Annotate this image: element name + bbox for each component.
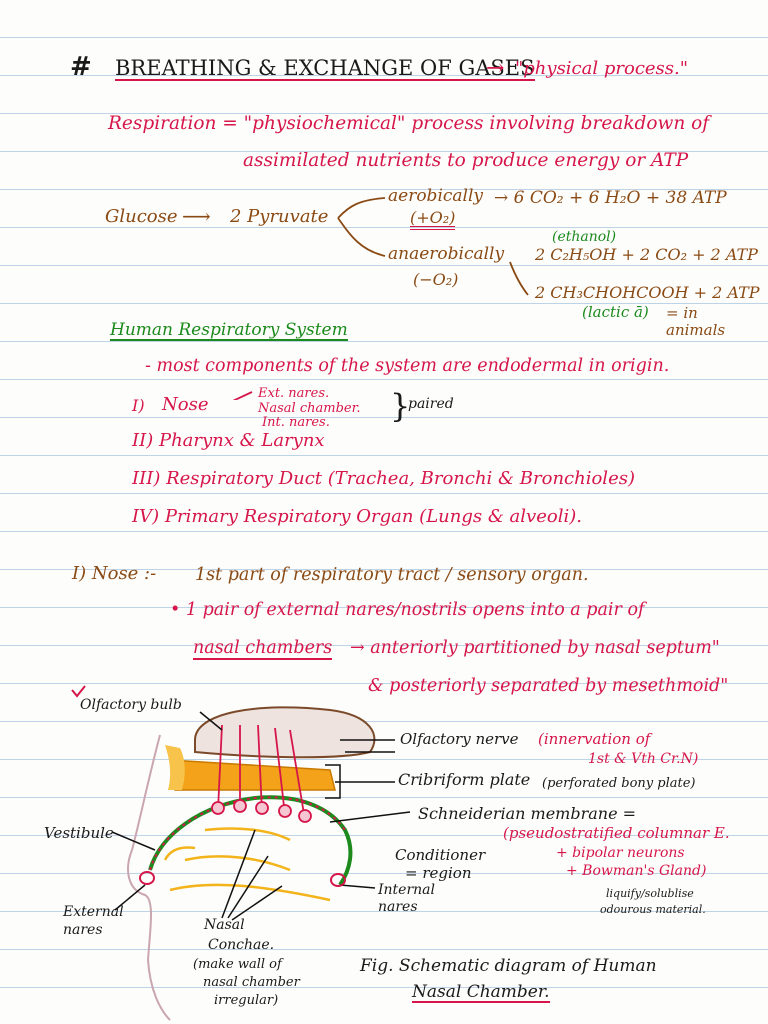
label-cribriform: Cribriform plate xyxy=(398,770,531,789)
label-vestibule: Vestibule xyxy=(44,824,114,842)
hrs-item3: III) Respiratory Duct (Trachea, Bronchi … xyxy=(132,468,635,489)
hrs-item1: Nose xyxy=(162,394,209,415)
label-olfactory-bulb: Olfactory bulb xyxy=(80,697,182,713)
lactic-note: (lactic ā) xyxy=(582,303,649,321)
anaerobic-product-2: 2 CH₃CHOHCOOH + 2 ATP xyxy=(535,283,760,302)
pathway-arrows xyxy=(232,197,529,400)
label-conditioner-1: Conditioner xyxy=(395,846,486,864)
figure-caption-2: Nasal Chamber. xyxy=(412,982,550,1003)
nose-description: 1st part of respiratory tract / sensory … xyxy=(195,565,589,585)
paired-label: paired xyxy=(408,396,454,412)
label-perforated: (perforated bony plate) xyxy=(542,776,696,791)
label-olfactory-nerve: Olfactory nerve xyxy=(400,730,519,748)
ethanol-note: (ethanol) xyxy=(552,229,617,245)
glucose-arrow: ⟶ xyxy=(182,204,211,228)
hrs-item4: IV) Primary Respiratory Organ (Lungs & a… xyxy=(132,506,582,527)
face-profile xyxy=(127,734,171,1021)
label-bowman: + Bowman's Gland) xyxy=(566,863,707,879)
label-innervation-2: 1st & Vth Cr.N) xyxy=(588,751,699,767)
label-conditioner-2: = region xyxy=(405,864,472,882)
label-pseudostratified: (pseudostratified columnar E. xyxy=(503,824,730,842)
anaerobic-product-1: 2 C₂H₅OH + 2 CO₂ + 2 ATP xyxy=(535,245,758,264)
figure-caption-1: Fig. Schematic diagram of Human xyxy=(360,956,657,976)
nose-bullet-2a: nasal chambers xyxy=(193,638,333,660)
label-internal-nares: Internal nares xyxy=(378,882,435,915)
conchae xyxy=(163,827,331,902)
nose-part-2: Nasal chamber. xyxy=(258,401,361,416)
label-schneiderian: Schneiderian membrane = xyxy=(418,804,637,823)
nose-bullet-3: & posteriorly separated by mesethmoid" xyxy=(368,676,729,696)
header-arrow: → xyxy=(486,56,505,81)
label-irregular: irregular) xyxy=(214,993,279,1008)
hrs-title: Human Respiratory System xyxy=(110,320,348,341)
frontal-bone xyxy=(165,745,185,790)
label-bipolar: + bipolar neurons xyxy=(556,845,685,861)
olfactory-neurons xyxy=(211,724,312,823)
nostrils xyxy=(139,871,346,887)
label-make-wall: (make wall of xyxy=(193,957,282,972)
respiration-line2: assimilated nutrients to produce energy … xyxy=(243,150,689,171)
cribriform-plate xyxy=(169,759,336,791)
aerobic-product: → 6 CO₂ + 6 H₂O + 38 ATP xyxy=(494,188,727,208)
label-innervation: (innervation of xyxy=(538,730,651,748)
glucose-label: Glucose xyxy=(105,206,178,227)
label-nasal: Nasal xyxy=(204,917,245,933)
label-liquify-1: liquify/solublise xyxy=(606,887,694,900)
nose-part-3: Int. nares. xyxy=(262,415,330,430)
paired-brace: } xyxy=(390,387,411,425)
hrs-item1-num: I) xyxy=(132,396,145,415)
label-nasal-chamber: nasal chamber xyxy=(203,975,300,990)
anaerobic-condition: (−O₂) xyxy=(413,270,459,289)
label-external-nares: External nares xyxy=(63,904,124,938)
pyruvate-label: 2 Pyruvate xyxy=(230,206,329,227)
anaerobic-label: anaerobically xyxy=(388,244,505,264)
nose-bullet-1: • 1 pair of external nares/nostrils open… xyxy=(170,600,645,620)
aerobic-label: aerobically xyxy=(388,186,484,206)
respiration-line1: Respiration = "physiochemical" process i… xyxy=(108,113,710,134)
hrs-line1: - most components of the system are endo… xyxy=(145,356,670,376)
label-liquify-2: odourous material. xyxy=(600,903,706,916)
aerobic-condition: (+O₂) xyxy=(410,210,456,230)
nose-section-label: I) Nose :- xyxy=(72,563,157,584)
nose-bullet-2b: → anteriorly partitioned by nasal septum… xyxy=(350,638,720,658)
hrs-item2: II) Pharynx & Larynx xyxy=(132,430,325,451)
in-animals-note: = in animals xyxy=(666,304,726,340)
nose-part-1: Ext. nares. xyxy=(258,386,330,401)
label-conchae: Conchae. xyxy=(208,937,275,953)
page-title: BREATHING & EXCHANGE OF GASES xyxy=(115,56,535,81)
header-hash: # xyxy=(70,52,92,82)
header-note: "physical process." xyxy=(515,58,689,79)
